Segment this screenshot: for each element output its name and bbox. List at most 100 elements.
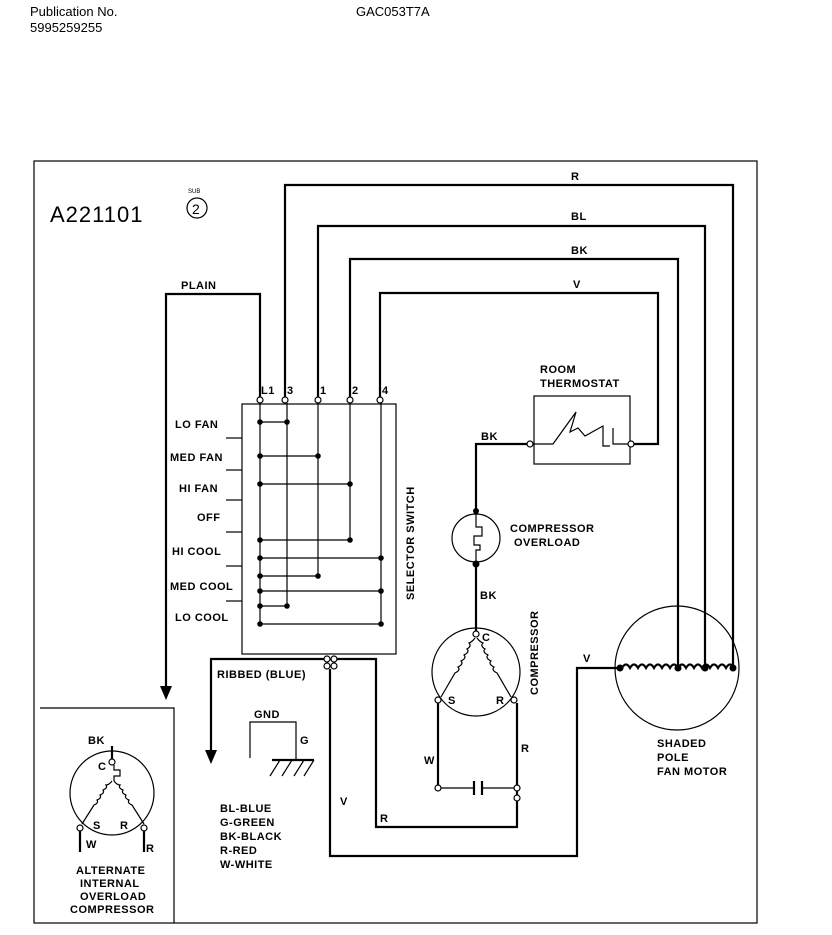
model-number: GAC053T7A (356, 4, 430, 19)
label-bl: BL (571, 211, 587, 223)
wire-v-top (378, 291, 660, 446)
thermostat-terminal-left (526, 440, 534, 448)
label-bk-compressor: BK (480, 590, 497, 602)
wire-bk-top (348, 257, 680, 668)
label-r-compressor: R (521, 743, 529, 755)
legend-g: G-GREEN (220, 817, 275, 829)
position-hi-cool: HI COOL (172, 546, 221, 558)
terminal-2: 2 (352, 385, 359, 397)
overload-terminal-top (473, 508, 479, 514)
alternate-label-r: R (146, 843, 154, 855)
terminal-dot-1 (314, 396, 322, 404)
label-w-compressor: W (424, 755, 435, 767)
publication-number: 5995259255 (30, 20, 103, 35)
wire-plain (164, 292, 262, 686)
compressor-terminal-c (472, 630, 480, 638)
alternate-label-r-terminal: R (120, 820, 128, 832)
terminal-dot-4 (376, 396, 384, 404)
fan-motor-circle (614, 605, 740, 731)
capacitor-terminal-right (513, 784, 521, 792)
capacitor-terminal-right-2 (513, 794, 521, 802)
fan-motor-taps (616, 664, 737, 672)
publication-label: Publication No. (30, 4, 118, 19)
compressor-circle (431, 627, 521, 717)
fan-motor-label-1: SHADED (657, 738, 706, 750)
compressor-label: COMPRESSOR (529, 611, 541, 695)
legend-bl: BL-BLUE (220, 803, 272, 815)
thermostat-contact-fixed (612, 428, 628, 445)
overload-element (473, 514, 483, 561)
position-lo-cool: LO COOL (175, 612, 229, 624)
alternate-label-bk: BK (88, 735, 105, 747)
arrow-ribbed (205, 750, 217, 764)
alternate-caption-1: ALTERNATE (76, 865, 145, 877)
overload-label-1: COMPRESSOR (510, 523, 594, 535)
alternate-winding-run (113, 780, 145, 825)
sub-label: SUB (188, 189, 200, 195)
common-terminal-d (330, 662, 338, 670)
position-med-cool: MED COOL (170, 581, 233, 593)
ground-label-gnd: GND (254, 709, 280, 721)
selector-switch-box (241, 403, 397, 655)
thermostat-terminal-right (627, 440, 635, 448)
selector-switch-label: SELECTOR SWITCH (405, 486, 417, 600)
terminal-1: 1 (320, 385, 327, 397)
label-v-bottom: V (340, 796, 348, 808)
diagram-frame (33, 160, 758, 924)
contact-dots (257, 419, 384, 627)
wire-ribbed (209, 657, 324, 750)
terminal-dot-l1 (256, 396, 264, 404)
alternate-caption-4: COMPRESSOR (70, 904, 154, 916)
fan-motor-label-2: POLE (657, 752, 689, 764)
alternate-label-c: C (98, 761, 106, 773)
label-bk-thermostat: BK (481, 431, 498, 443)
alternate-terminal-c (108, 758, 116, 766)
compressor-label-r: R (496, 695, 504, 707)
alternate-label-s: S (93, 820, 101, 832)
wire-r-bottom (337, 657, 519, 829)
alternate-caption-3: OVERLOAD (80, 891, 146, 903)
legend-bk: BK-BLACK (220, 831, 282, 843)
terminal-3: 3 (287, 385, 294, 397)
thermostat-contact (533, 411, 610, 447)
compressor-winding-start (440, 637, 476, 698)
common-terminal-a (323, 655, 331, 663)
terminal-l1: L1 (261, 385, 275, 397)
position-ticks (226, 437, 242, 602)
label-v: V (573, 279, 581, 291)
ground-label-g: G (300, 735, 309, 747)
sub-circle (186, 197, 208, 219)
alternate-terminal-s (76, 824, 84, 832)
common-terminal-b (330, 655, 338, 663)
position-hi-fan: HI FAN (179, 483, 218, 495)
drawing-number: A221101 (50, 202, 143, 227)
position-off: OFF (197, 512, 221, 524)
position-lo-fan: LO FAN (175, 419, 218, 431)
alternate-inset-border (40, 707, 175, 923)
alternate-terminal-r (140, 824, 148, 832)
wire-v-bottom (328, 666, 620, 858)
terminal-4: 4 (382, 385, 389, 397)
alternate-winding-start (81, 780, 113, 825)
position-med-fan: MED FAN (170, 452, 223, 464)
terminal-dot-2 (346, 396, 354, 404)
label-r: R (571, 171, 579, 183)
thermostat-box (533, 395, 631, 465)
wire-bk-thermostat (474, 442, 527, 510)
terminal-dot-3 (281, 396, 289, 404)
alternate-label-w: W (86, 839, 97, 851)
label-ribbed: RIBBED (BLUE) (217, 669, 306, 681)
arrow-plain (160, 686, 172, 700)
ground-wire (249, 721, 297, 760)
wire-bl (316, 224, 707, 668)
wire-r (283, 183, 735, 668)
thermostat-label-2: THERMOSTAT (540, 378, 620, 390)
sub-number: 2 (192, 201, 200, 217)
label-bk: BK (571, 245, 588, 257)
compressor-label-s: S (448, 695, 456, 707)
label-v-motor: V (583, 653, 591, 665)
capacitor-terminal-left (434, 784, 442, 792)
compressor-terminal-r (510, 696, 518, 704)
overload-terminal-bottom (472, 560, 480, 568)
compressor-winding-run (476, 637, 512, 698)
